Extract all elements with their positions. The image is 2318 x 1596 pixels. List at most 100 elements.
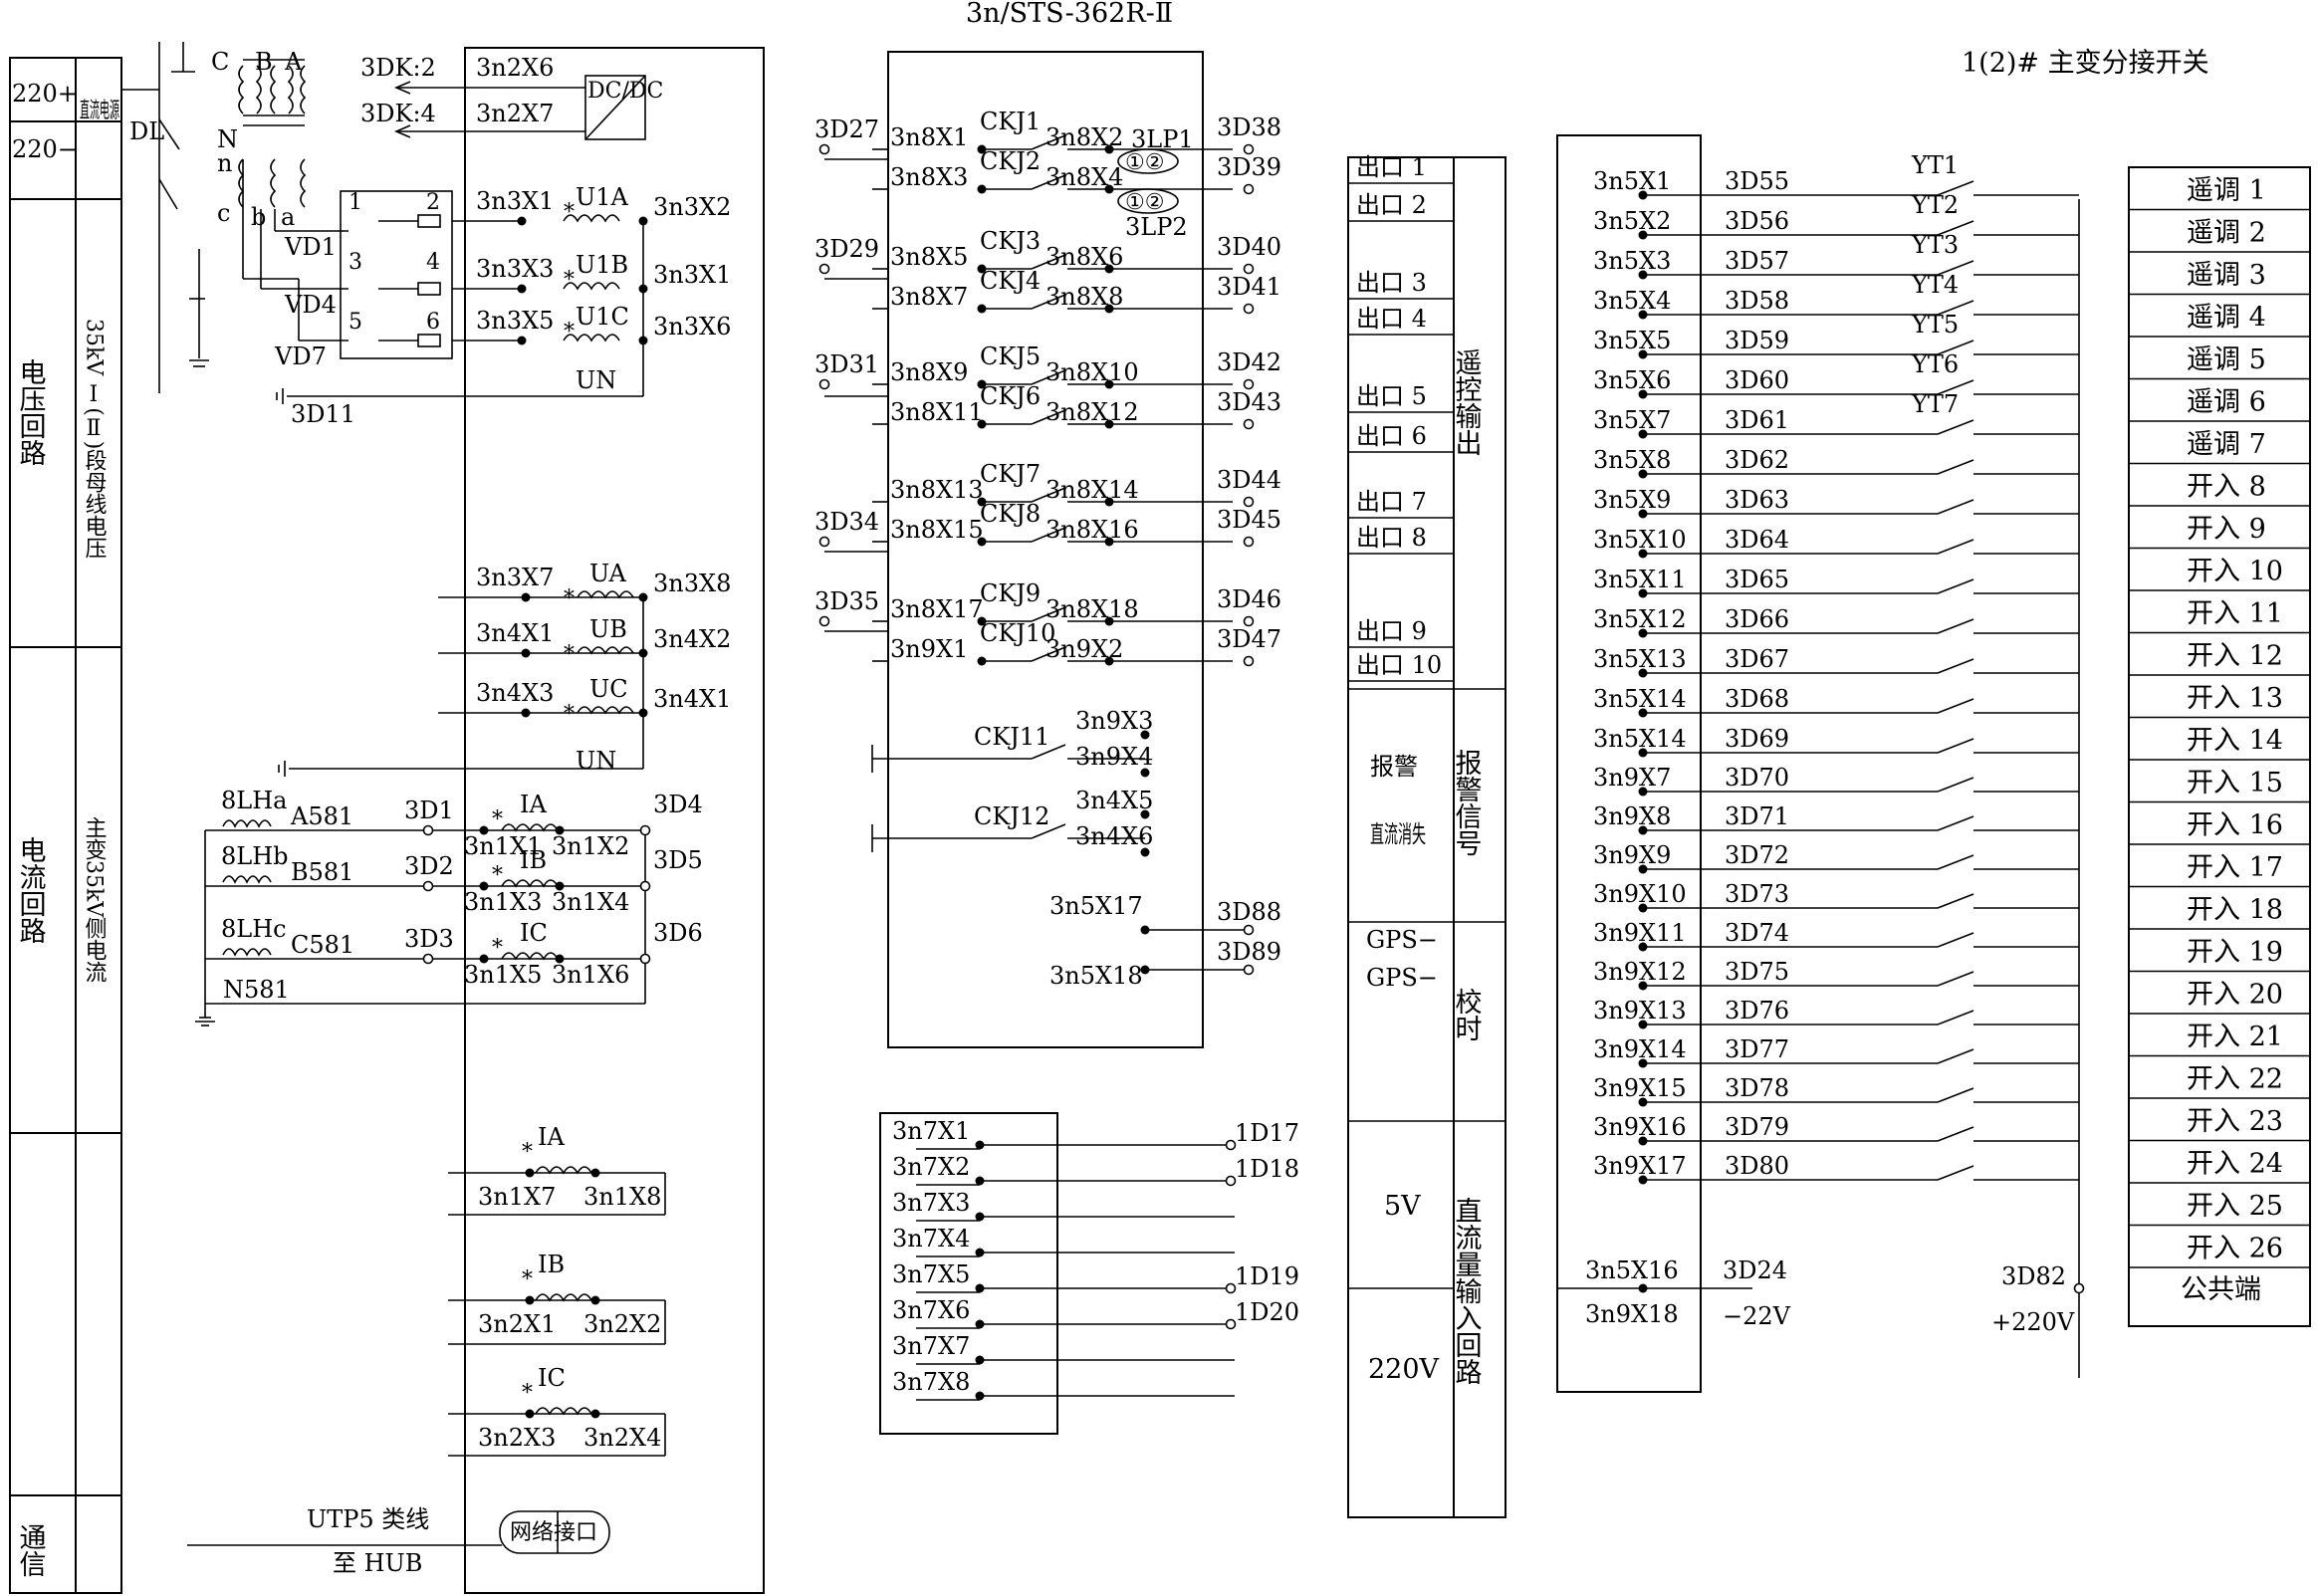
pwr-lt1: 3n5X16 [1585, 1256, 1679, 1284]
output-label: 出口 5 [1356, 382, 1427, 410]
input-terminal: 3n9X16 [1593, 1113, 1687, 1141]
common-v: +220V [1991, 1308, 2075, 1336]
terminal-dot [638, 284, 648, 294]
relay-name: CKJ9 [980, 579, 1041, 607]
relay-name: CKJ6 [980, 382, 1041, 410]
dk2: 3DK:2 [360, 54, 436, 82]
u1-right-terminal: 3n3X1 [653, 261, 731, 289]
input-contact [1937, 1048, 1974, 1064]
lp2-label: 3LP2 [1125, 213, 1188, 241]
phase-a: A [284, 48, 303, 76]
input-terminal: 3n9X13 [1593, 997, 1687, 1025]
input-terminal: 3n5X1 [1593, 167, 1671, 195]
terminal-dot [1104, 264, 1114, 274]
terminal-open [422, 953, 434, 965]
input-terminal: 3n5X14 [1593, 725, 1687, 753]
relay-name: CKJ7 [980, 460, 1041, 488]
right-item: 开入 20 [2187, 980, 2283, 1011]
terminal-dot [555, 881, 565, 891]
u2-name: UA [589, 560, 626, 587]
terminal-open [1225, 1139, 1237, 1151]
input-terminal: 3n9X17 [1593, 1152, 1687, 1180]
relay-in-terminal: 3D35 [814, 587, 879, 615]
sec-a: a [281, 203, 295, 231]
relay-out-terminal: 3D43 [1217, 388, 1281, 416]
analog-out-terminal: 1D17 [1235, 1119, 1299, 1147]
terminal-dot [638, 592, 648, 602]
polarity-mark: * [522, 1381, 533, 1406]
bus-voltage: 35kV Ⅰ(Ⅱ)段母线电压 [82, 319, 108, 560]
input-d-terminal: 3D66 [1725, 605, 1789, 633]
input-terminal: 3n5X7 [1593, 406, 1671, 434]
relay-name: CKJ3 [980, 227, 1041, 255]
voltage-coil [563, 334, 620, 342]
right-item: 开入 14 [2187, 726, 2283, 757]
v220: 220V [1368, 1354, 1440, 1385]
input-terminal: 3n5X2 [1593, 207, 1671, 235]
terminal-open [1243, 183, 1255, 195]
analog-terminal: 3n7X7 [892, 1332, 970, 1360]
yt-label: YT2 [1911, 191, 1959, 219]
input-d-terminal: 3D78 [1725, 1074, 1789, 1102]
network-port: 网络接口 [510, 1520, 597, 1545]
polarity-mark: * [492, 863, 503, 888]
lp-plate [1117, 188, 1179, 214]
relay-in-terminal: 3D34 [814, 508, 879, 536]
terminal-dot [479, 954, 489, 964]
yt-label: YT7 [1911, 390, 1959, 418]
terminal-dot [521, 648, 531, 658]
input-d-terminal: 3D61 [1725, 406, 1789, 434]
right-item: 遥调 7 [2187, 429, 2266, 460]
ct-terminal: 3D1 [404, 797, 454, 824]
terminal-dot [479, 825, 489, 835]
current-coil [501, 823, 559, 832]
input-d-terminal: 3D69 [1725, 725, 1789, 753]
terminal-open [818, 378, 830, 390]
terminal-open [1225, 1175, 1237, 1187]
input-contact [1937, 578, 1974, 594]
remote-ctrl: 遥控输出 [1451, 348, 1483, 456]
alarm-t1: 3n9X3 [1075, 707, 1153, 735]
input-contact [1937, 300, 1974, 316]
ct-name: 8LHa [221, 787, 287, 814]
current-name: IB [520, 846, 547, 874]
input-d-terminal: 3D79 [1725, 1113, 1789, 1141]
ct-right-terminal: 3n1X6 [552, 961, 629, 989]
phase-b: B [255, 48, 273, 76]
ct-wire: A581 [290, 802, 353, 830]
fuse-num: 5 [348, 310, 362, 335]
terminal-dot [1104, 656, 1114, 666]
relay-right-terminal: 3n8X12 [1045, 398, 1139, 426]
input-contact [1937, 1126, 1974, 1142]
terminal-open [1243, 496, 1255, 508]
text-layer: 3n/STS-362R-Ⅱ 1(2)# 主变分接开关 220+ 220− 直流电… [12, 0, 2261, 1577]
analog-terminal: 3n7X8 [892, 1368, 970, 1396]
u1-right-terminal: 3n3X2 [653, 193, 731, 221]
spare-coil [535, 1407, 592, 1416]
analog-terminal: 3n7X3 [892, 1189, 970, 1217]
alarm-relay: CKJ12 [974, 802, 1049, 830]
timing: 校时 [1451, 988, 1483, 1041]
relay-left-terminal: 3n8X7 [890, 283, 968, 311]
terminal-open [1243, 143, 1255, 155]
terminal-open [639, 824, 651, 836]
sec-b: b [251, 203, 266, 231]
voltage-circuit: 电压回路 [15, 358, 47, 466]
dc-plus: 220+ [12, 80, 78, 108]
ct-name: 8LHc [221, 915, 287, 943]
input-terminal: 3n9X8 [1593, 802, 1671, 830]
terminal-dot [1140, 768, 1150, 778]
ct-out-terminal: 3D4 [653, 791, 703, 818]
common-d: 3D82 [2001, 1262, 2066, 1290]
terminal-dot [525, 1409, 535, 1419]
terminal-dot [638, 708, 648, 718]
dc-in1: 3n2X6 [476, 54, 554, 82]
output-label: 出口 7 [1356, 488, 1427, 516]
un2-label: UN [576, 747, 616, 775]
input-contact [1937, 1010, 1974, 1026]
terminal-open [818, 143, 830, 155]
device-title: 3n/STS-362R-Ⅱ [966, 0, 1173, 29]
input-d-terminal: 3D75 [1725, 958, 1789, 986]
relay-name: CKJ8 [980, 500, 1041, 528]
